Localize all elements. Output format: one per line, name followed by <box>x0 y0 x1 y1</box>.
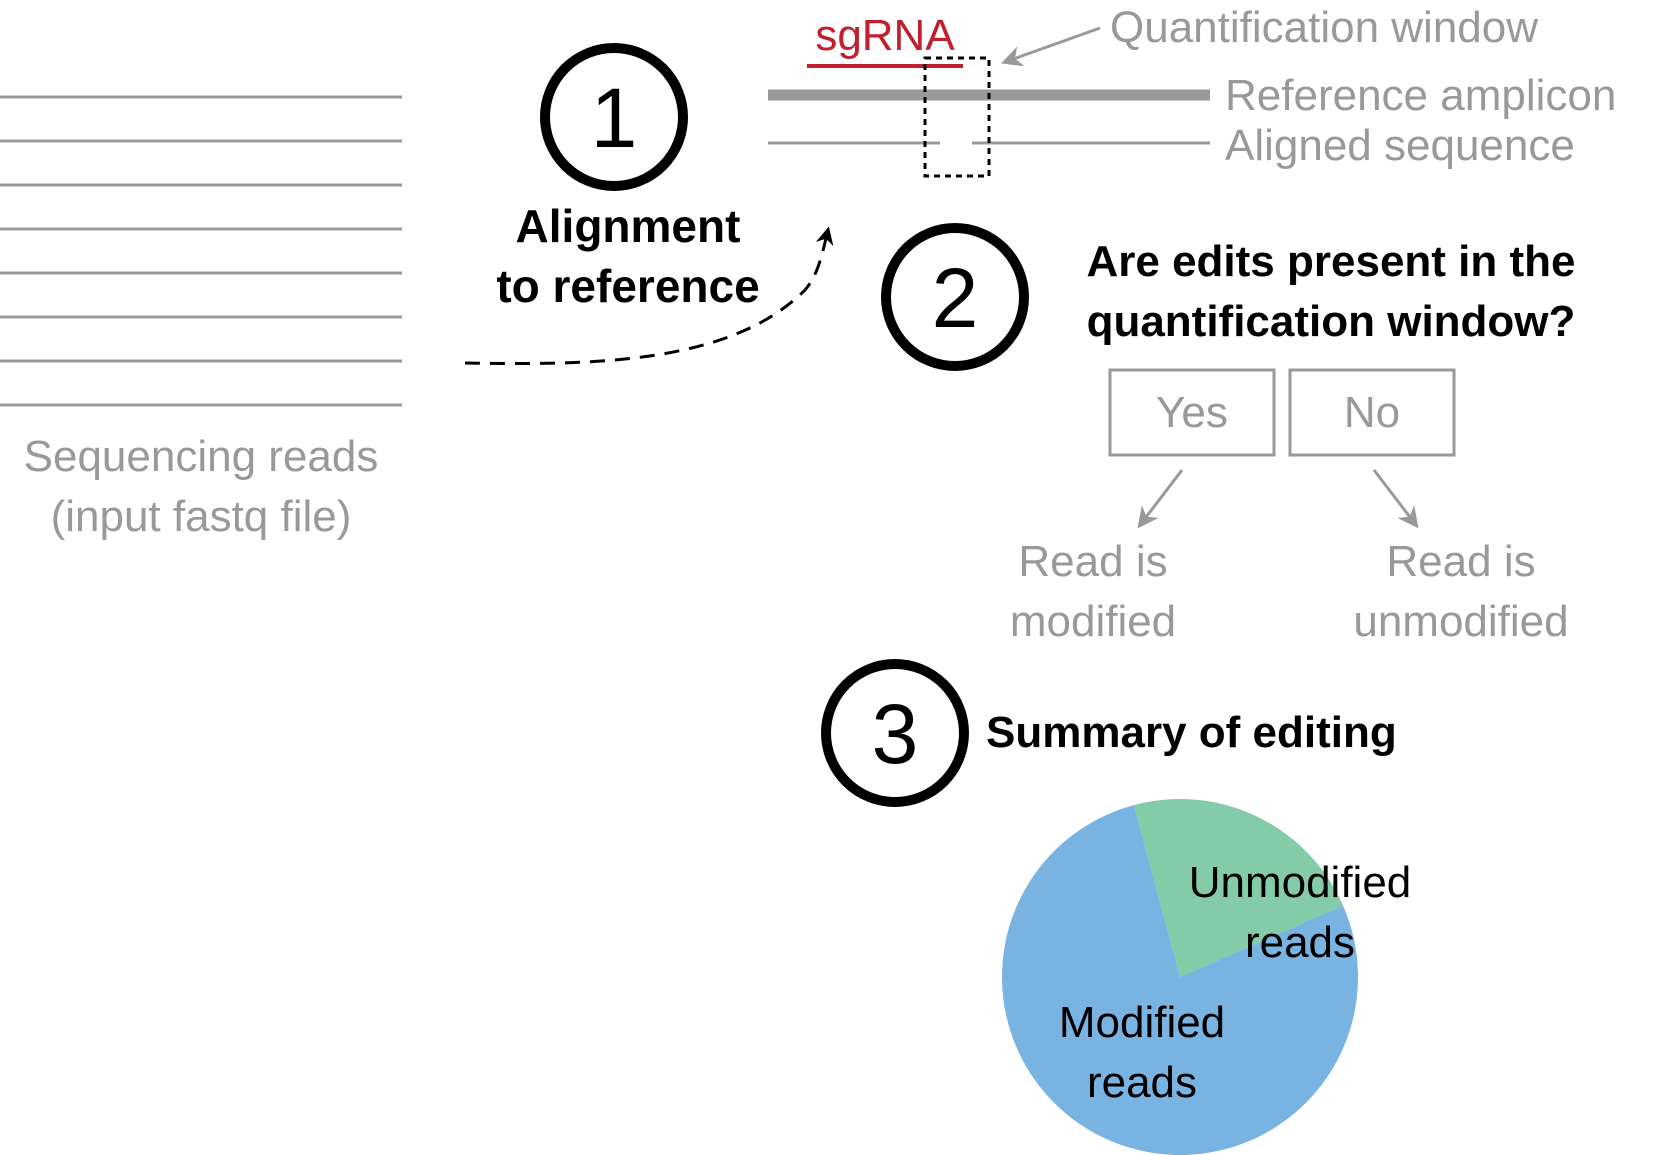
unmodified-reads-sublabel: reads <box>1245 918 1355 967</box>
no-box <box>1288 368 1456 457</box>
pie-slice-modified-reads <box>1002 805 1358 1155</box>
quantification-window-label: Quantification window <box>1110 3 1538 52</box>
step-2-question-cont: quantification window? <box>1087 297 1576 346</box>
reference-amplicon-label: Reference amplicon <box>1225 71 1616 120</box>
step-1-circle <box>540 43 688 191</box>
step-3-circle <box>821 659 969 807</box>
yes-result-sublabel: modified <box>1010 597 1176 646</box>
unmodified-reads-label: Unmodified <box>1189 858 1412 907</box>
sequencing-reads-label: Sequencing reads <box>24 432 379 481</box>
step-2-number: 2 <box>932 251 979 345</box>
editing-summary-pie <box>1002 799 1358 1155</box>
pie-labels: Unmodified reads Modified reads <box>1059 858 1411 1107</box>
pie-slice-unmodified-reads <box>1133 799 1344 977</box>
modified-reads-label: Modified <box>1059 998 1225 1047</box>
no-arrow <box>1372 469 1419 529</box>
step-1-subtitle: to reference <box>496 260 759 312</box>
step-2-circle <box>881 223 1029 371</box>
aligned-sequence-label: Aligned sequence <box>1225 121 1575 170</box>
sequencing-reads-lines <box>0 95 402 407</box>
step-2-question: Are edits present in the <box>1086 237 1575 286</box>
sgrna-label: sgRNA <box>815 11 955 60</box>
step-3-number: 3 <box>872 687 919 781</box>
modified-reads-sublabel: reads <box>1087 1058 1197 1107</box>
step-1-title: Alignment <box>516 200 741 252</box>
yes-box <box>1108 368 1276 457</box>
quantification-window-pointer <box>1001 26 1101 67</box>
yes-result-label: Read is <box>1018 537 1167 586</box>
no-result-label: Read is <box>1386 537 1535 586</box>
no-label: No <box>1344 388 1400 437</box>
step-1-number: 1 <box>591 71 638 165</box>
yes-label: Yes <box>1156 388 1228 437</box>
alignment-flow-arrow <box>464 226 834 366</box>
yes-arrow <box>1137 469 1184 529</box>
no-result-sublabel: unmodified <box>1353 597 1568 646</box>
sequencing-reads-sublabel: (input fastq file) <box>51 492 352 541</box>
step-3-title: Summary of editing <box>986 708 1397 757</box>
quantification-window-box <box>923 56 991 178</box>
